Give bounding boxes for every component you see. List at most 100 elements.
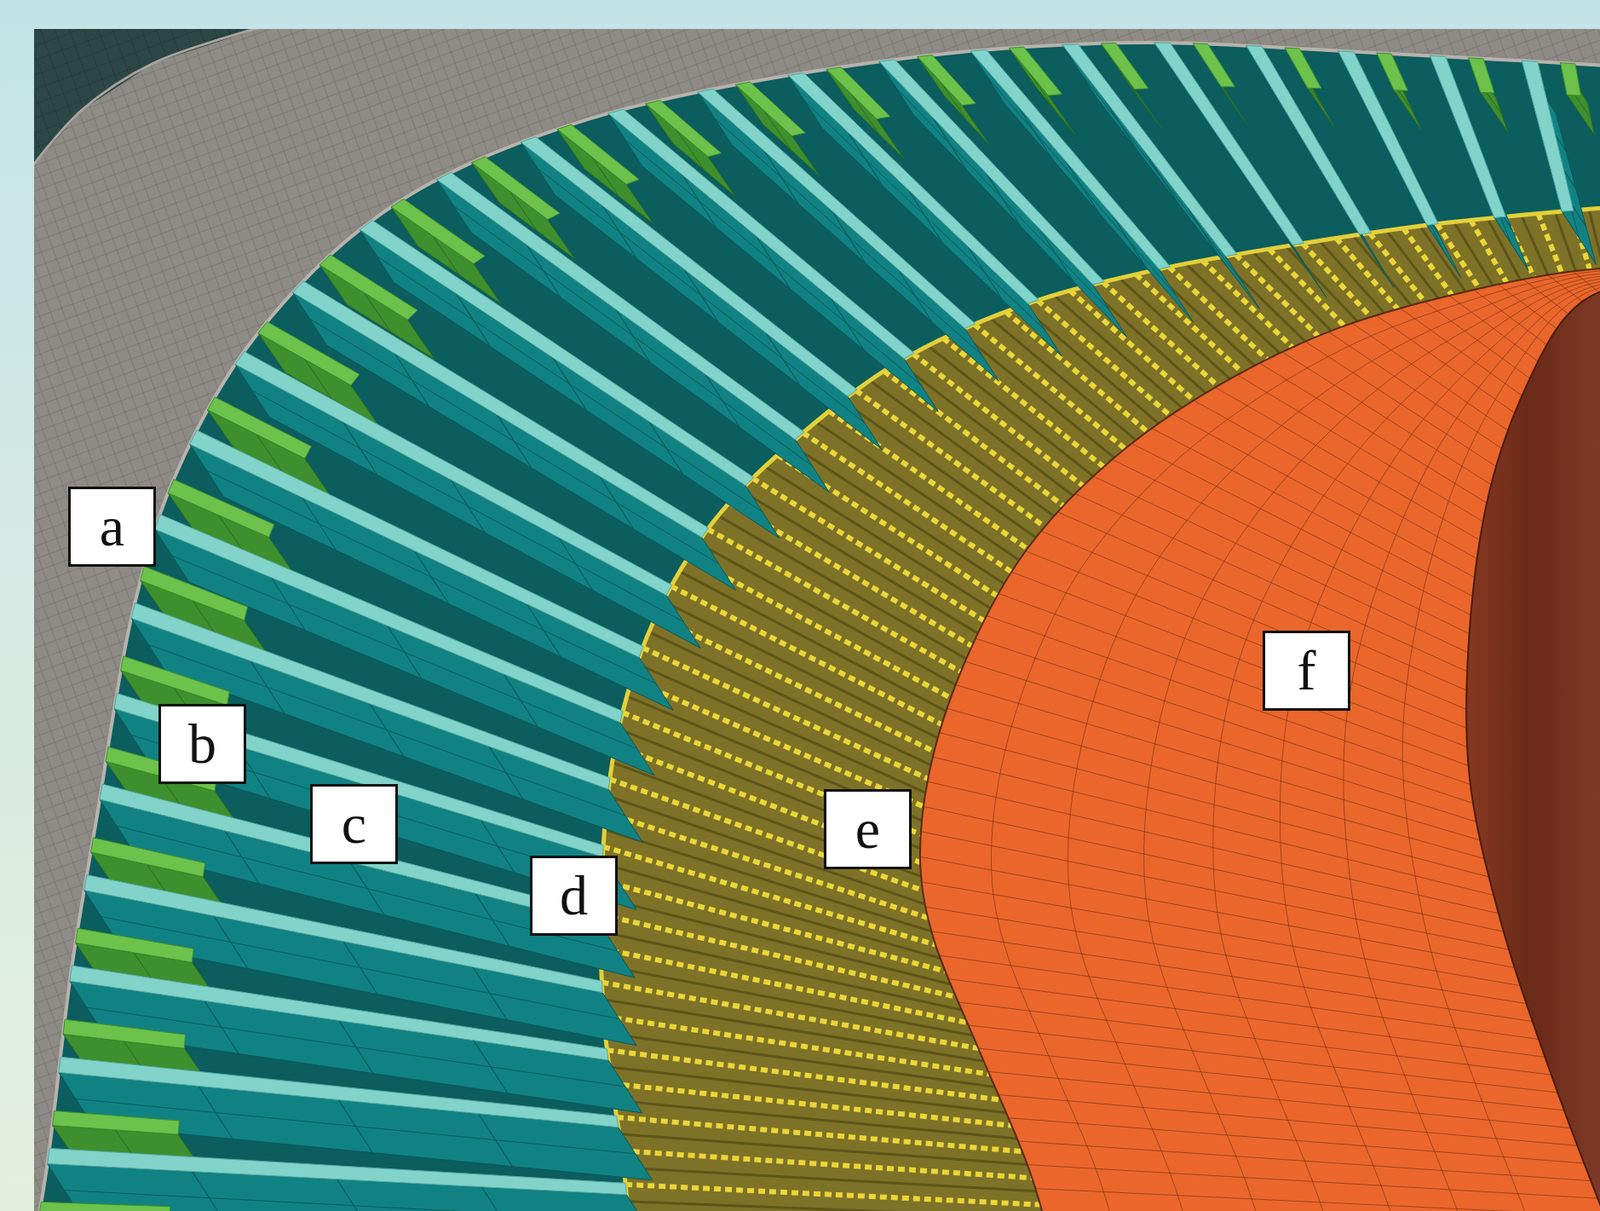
- slot-stripe: [621, 1150, 1033, 1178]
- slot-stripe: [842, 400, 1036, 538]
- slot-stripe: [1470, 219, 1507, 283]
- wedge-top: [1100, 43, 1149, 90]
- mesh-line: [978, 1047, 1565, 1111]
- slot-stripe: [602, 999, 984, 1062]
- slot-stripe: [958, 331, 1115, 458]
- mesh-line: [932, 756, 1494, 895]
- wedge-top: [120, 656, 231, 706]
- wedge-top: [1560, 63, 1582, 96]
- slot-stripe: [1037, 299, 1171, 415]
- slot-stripe: [697, 542, 956, 685]
- slot-stripe: [606, 1049, 1001, 1100]
- slot-stripe: [1185, 263, 1280, 353]
- wedge-top: [1468, 57, 1495, 93]
- callout-box: c: [310, 783, 398, 864]
- tooth-top: [47, 1147, 628, 1194]
- rotor-surface: [920, 263, 1600, 1211]
- slot-stripe: [1319, 241, 1385, 314]
- rotor-bore: [1466, 283, 1600, 1211]
- mesh-line: [192, 1171, 227, 1211]
- mesh-line: [1011, 571, 1468, 747]
- slot-stripe: [1202, 260, 1293, 348]
- slot-stripe: [604, 1016, 990, 1075]
- mesh-line: [923, 805, 1504, 932]
- mesh-line: [1305, 341, 1497, 467]
- slot-stripe: [1285, 246, 1358, 322]
- wedge-top: [91, 837, 206, 877]
- slot-stripe: [789, 443, 1004, 584]
- slot-stripe: [943, 338, 1104, 467]
- tooth-face: [1338, 51, 1462, 278]
- slot-stripe: [802, 432, 1012, 572]
- slot-stripe: [623, 1167, 1036, 1192]
- mesh-line: [1282, 351, 1491, 485]
- slot-stripe: [740, 489, 978, 634]
- callout-letter: e: [855, 800, 881, 858]
- slot-stripe: [619, 1133, 1028, 1165]
- slot-stripe: [765, 466, 991, 608]
- mesh-line: [1375, 315, 1515, 414]
- mesh-line: [1473, 289, 1548, 345]
- callout-box: e: [823, 788, 912, 870]
- outer-housing: [34, 28, 268, 169]
- mesh-line: [965, 661, 1477, 822]
- mesh-line: [1424, 301, 1530, 379]
- slot-stripe: [1302, 243, 1371, 317]
- mesh-line: [1400, 308, 1523, 397]
- slot-stripe: [1437, 224, 1480, 289]
- mesh-scene: [34, 28, 1600, 1211]
- callout-letter: f: [1297, 642, 1317, 699]
- mesh-line: [1598, 268, 1600, 288]
- slot-stripe: [1335, 237, 1398, 309]
- wedge-top: [38, 1201, 171, 1211]
- slot-stripe: [856, 390, 1046, 527]
- wedge-top: [75, 927, 195, 962]
- mesh-line: [1172, 414, 1475, 578]
- mesh-line: [1027, 1164, 1599, 1199]
- mesh-line: [948, 978, 1545, 1058]
- mesh-line: [1025, 551, 1467, 729]
- mesh-line: [481, 1186, 516, 1211]
- mesh-line: [1008, 1117, 1585, 1163]
- yoke-edge: [34, 28, 268, 169]
- tooth-top: [1430, 55, 1507, 218]
- mesh-line: [1131, 443, 1471, 615]
- callout-box: f: [1262, 630, 1351, 711]
- slot-stripe: [718, 515, 967, 659]
- wedge-top: [1376, 52, 1409, 91]
- mesh-line: [1572, 270, 1599, 292]
- slot-stripe: [636, 663, 926, 793]
- slot-stripe: [752, 477, 985, 621]
- mesh-line: [1259, 362, 1487, 503]
- mesh-line: [920, 856, 1515, 967]
- mesh-line: [1111, 459, 1469, 634]
- callout-box: a: [68, 486, 156, 567]
- mesh-line: [938, 955, 1539, 1039]
- mesh-line: [1035, 1188, 1600, 1211]
- slot-stripe: [1269, 248, 1345, 326]
- mesh-line: [931, 931, 1532, 1022]
- mesh-line: [968, 1024, 1559, 1093]
- tooth-face: [1246, 46, 1394, 288]
- slot-stripe: [602, 863, 940, 958]
- callout-letter: c: [341, 795, 367, 852]
- wedge-top: [63, 1018, 185, 1048]
- mesh-line: [939, 732, 1490, 877]
- mesh-line: [1079, 71, 1244, 283]
- wedge-face: [1560, 63, 1595, 135]
- mesh-line: [925, 906, 1526, 1003]
- slot-stripe: [816, 421, 1020, 560]
- mesh-line: [1041, 530, 1467, 709]
- bore-edge: [1466, 283, 1600, 1211]
- tooth-face: [1154, 42, 1327, 299]
- slot-stripe: [604, 1032, 996, 1087]
- mesh-line: [947, 707, 1485, 858]
- mesh-line: [920, 831, 1509, 950]
- mesh-line: [1548, 275, 1583, 302]
- slot-stripe: [615, 745, 921, 863]
- callout-box: b: [158, 703, 247, 784]
- slot-stripe: [989, 317, 1137, 440]
- rotor-slot-zone: [600, 201, 1600, 1211]
- mesh-line: [1193, 400, 1478, 559]
